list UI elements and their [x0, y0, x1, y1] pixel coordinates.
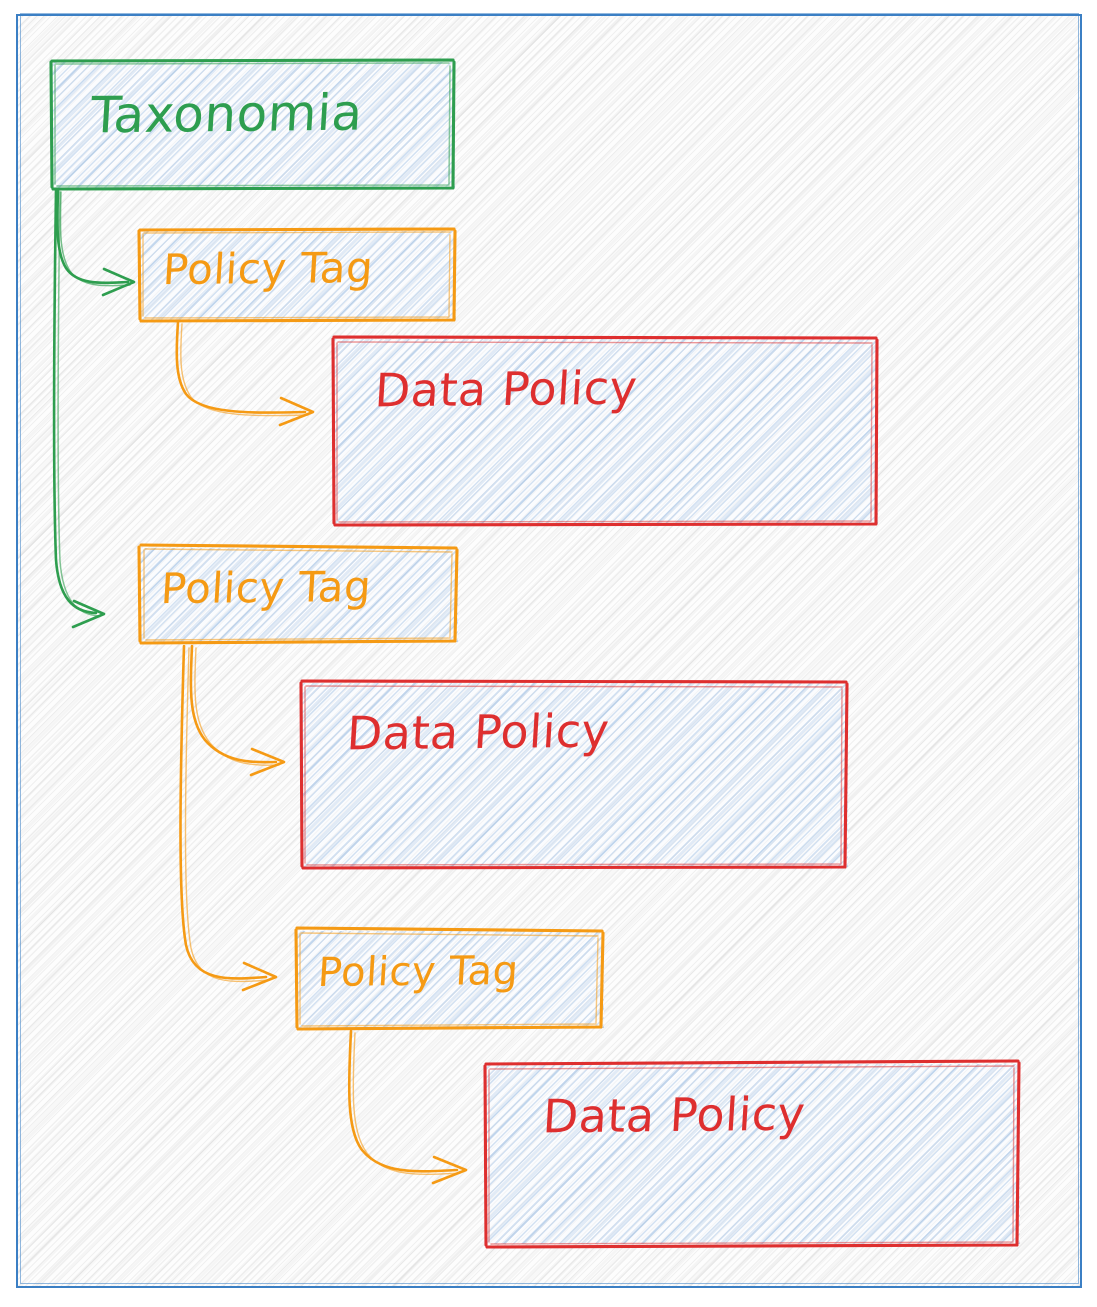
data-policy-1-label: Data Policy: [373, 360, 639, 418]
data-policy-3-border: [483, 1059, 1021, 1249]
data-policy-3-label: Data Policy: [541, 1086, 807, 1144]
node-data-policy-3[interactable]: Data Policy: [483, 1059, 1021, 1249]
node-policy-tag-3[interactable]: Policy Tag: [294, 926, 605, 1031]
policy-tag-2-label: Policy Tag: [159, 561, 373, 614]
node-policy-tag-2[interactable]: Policy Tag: [137, 543, 459, 645]
policy-tag-1-label: Policy Tag: [161, 242, 375, 295]
taxonomia-label: Taxonomia: [89, 83, 365, 145]
node-data-policy-1[interactable]: Data Policy: [331, 335, 879, 527]
node-policy-tag-1[interactable]: Policy Tag: [137, 227, 457, 323]
node-data-policy-2[interactable]: Data Policy: [299, 679, 849, 870]
policy-tag-3-label: Policy Tag: [316, 947, 520, 997]
data-policy-2-label: Data Policy: [345, 703, 611, 761]
node-taxonomia[interactable]: Taxonomia: [49, 58, 456, 191]
